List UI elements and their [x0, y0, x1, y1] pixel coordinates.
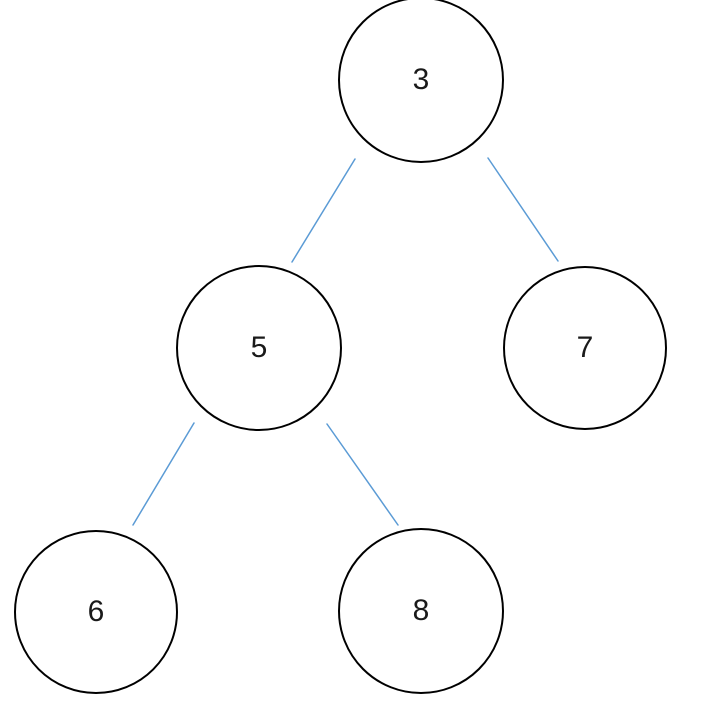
tree-node-label: 5: [250, 331, 268, 364]
tree-node-label: 6: [87, 595, 105, 628]
tree-node-8[interactable]: 8: [338, 528, 504, 694]
tree-node-label: 3: [412, 63, 430, 96]
tree-edge-5-6: [132, 422, 195, 526]
tree-edge-3-7: [487, 157, 559, 262]
tree-edge-5-8: [326, 423, 399, 526]
tree-node-7[interactable]: 7: [503, 266, 667, 430]
tree-node-label: 8: [412, 594, 430, 627]
tree-node-5[interactable]: 5: [176, 265, 342, 431]
tree-node-6[interactable]: 6: [14, 530, 178, 694]
tree-node-3[interactable]: 3: [338, 0, 504, 163]
tree-node-label: 7: [576, 331, 594, 364]
tree-edge-3-5: [291, 158, 356, 263]
